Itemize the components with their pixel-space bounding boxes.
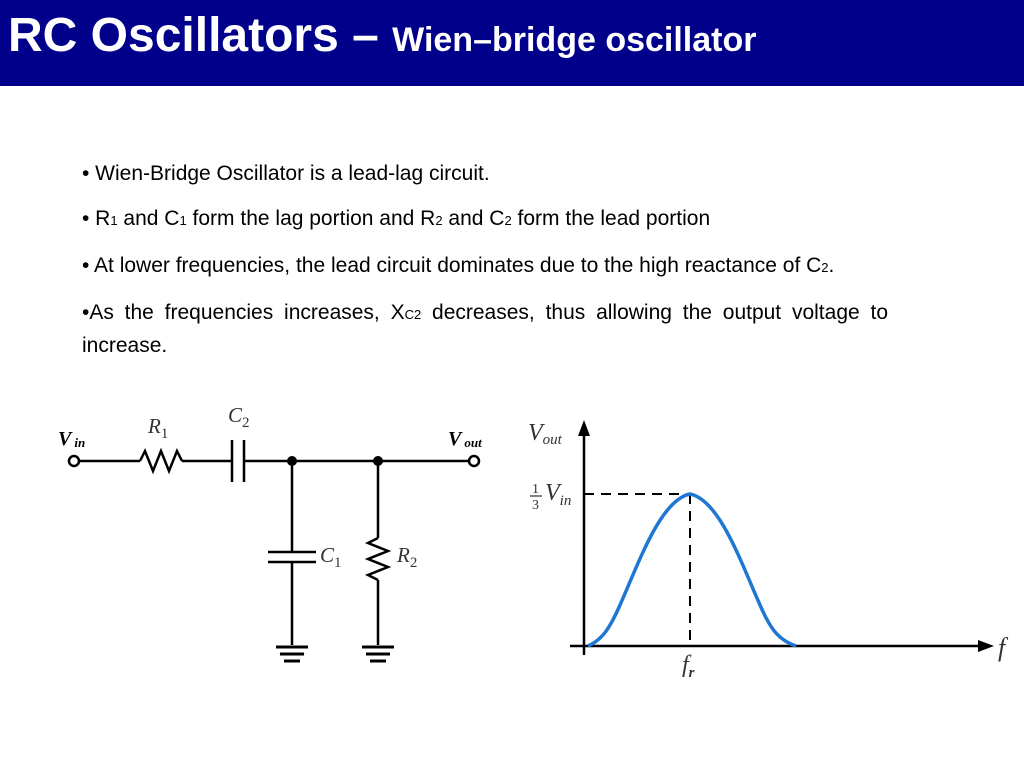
y-axis-label: Vout xyxy=(528,420,563,448)
x-axis-arrow xyxy=(978,640,994,652)
resistor-r1 xyxy=(138,447,184,475)
bullet-list: • Wien-Bridge Oscillator is a lead-lag c… xyxy=(82,158,888,375)
ground-symbol-1 xyxy=(276,645,308,663)
bullet-3-text: • At lower frequencies, the lead circuit… xyxy=(82,254,822,277)
junction-dot xyxy=(373,456,383,466)
fr-label: fr xyxy=(682,652,695,681)
bullet-4-text: decreases, thus allowing the output volt… xyxy=(82,301,888,357)
vout-terminal xyxy=(467,454,481,468)
bullet-2-text: form the lag portion and R xyxy=(186,207,436,230)
bullet-1: • Wien-Bridge Oscillator is a lead-lag c… xyxy=(82,162,490,185)
c2-label: C2 xyxy=(228,403,250,431)
title-subtitle: Wien–bridge oscillator xyxy=(392,21,757,59)
ground-symbol-2 xyxy=(362,645,394,663)
subscript: 2 xyxy=(821,260,829,275)
peak-fraction-num: 1 xyxy=(532,482,539,497)
title-bar: RC Oscillators – Wien–bridge oscillator xyxy=(0,0,1024,86)
r1-label: R1 xyxy=(147,414,168,442)
bullet-4-text: •As the frequencies increases, X xyxy=(82,301,405,324)
x-axis-label: f xyxy=(998,633,1009,662)
r2-label: R2 xyxy=(396,543,417,571)
c1-label: C1 xyxy=(320,543,342,571)
bullet-2: • R1 and C1 form the lag portion and R2 … xyxy=(82,203,888,236)
bullet-2-text: and C xyxy=(442,207,505,230)
subscript: 2 xyxy=(435,213,443,228)
subscript: 1 xyxy=(179,213,187,228)
bullet-2-text: form the lead portion xyxy=(511,207,711,230)
slide-title: RC Oscillators – Wien–bridge oscillator xyxy=(8,12,756,60)
resistor-r2 xyxy=(364,536,392,582)
peak-label: Vin xyxy=(545,480,571,509)
bullet-4: •As the frequencies increases, XC2 decre… xyxy=(82,297,888,361)
y-axis-arrow xyxy=(578,420,590,436)
subscript: 1 xyxy=(110,213,118,228)
bullet-3-text: . xyxy=(828,254,835,277)
response-curve xyxy=(587,492,797,648)
title-main-text: RC Oscillators – xyxy=(8,9,379,62)
junction-dot xyxy=(287,456,297,466)
bullet-2-text: and C xyxy=(117,207,180,230)
bullet-2-text: • R xyxy=(82,207,111,230)
subscript: 2 xyxy=(504,213,512,228)
peak-fraction-den: 3 xyxy=(532,498,539,513)
bullet-3: • At lower frequencies, the lead circuit… xyxy=(82,250,888,283)
subscript: C2 xyxy=(404,307,422,322)
